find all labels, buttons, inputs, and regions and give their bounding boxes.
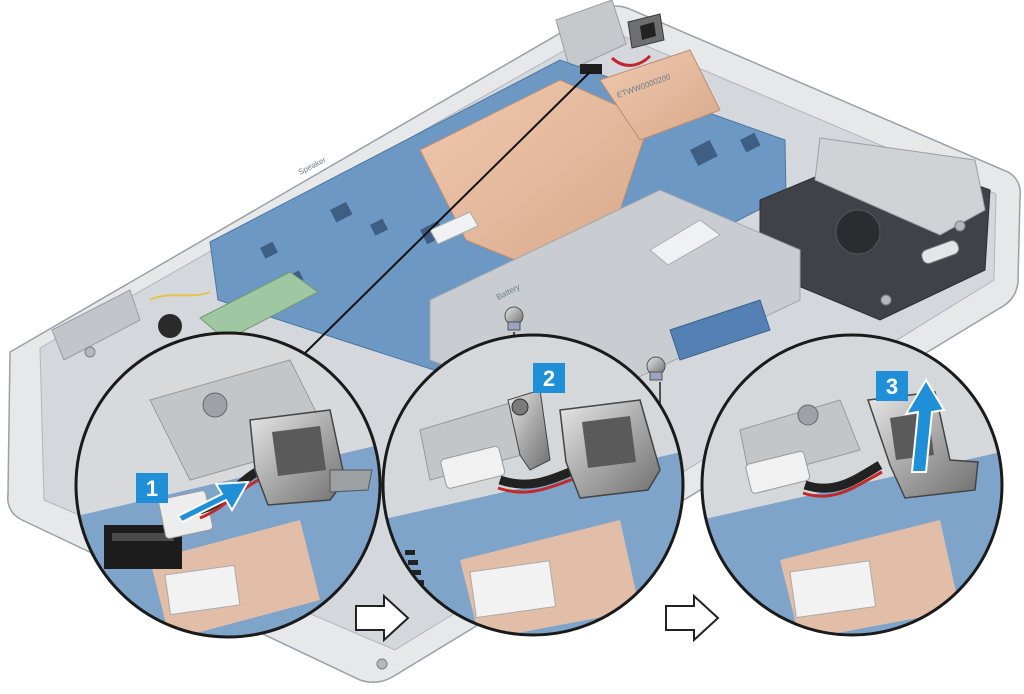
hinge-top (555, 0, 627, 71)
step-badge-1: 1 (136, 473, 168, 503)
dc-in-connector-onboard (580, 64, 602, 74)
dc-in-port-icon (580, 13, 665, 74)
coin-cell (158, 314, 182, 338)
speaker-grille (921, 240, 960, 264)
step-number-3: 3 (886, 374, 898, 399)
step-badge-2: 2 (533, 363, 565, 393)
arrow-right-outline-icon (355, 593, 410, 643)
hinge-left (51, 289, 141, 361)
arrow-lift-icon (904, 378, 946, 473)
speaker-cone (835, 209, 881, 255)
zoom-circle-1: 1 (74, 331, 382, 639)
chassis-screws (84, 220, 966, 670)
coin-cell-wires (149, 291, 211, 301)
step-number-2: 2 (543, 366, 555, 391)
copper-shield (599, 49, 721, 141)
arrow-right-outline-icon-2 (665, 593, 720, 643)
step-number-1: 1 (146, 476, 158, 501)
flex-cable (649, 219, 721, 266)
arrow-insert-icon (176, 480, 250, 524)
step-badge-3: 3 (876, 371, 908, 401)
callout-leader-line (299, 71, 591, 359)
zoom2-cable-plug (440, 445, 506, 489)
touchpad-connector (669, 299, 771, 361)
flex-cable-2 (429, 211, 479, 245)
zoom-circle-3: 3 (700, 333, 1004, 637)
zoom-circle-2: 2 (381, 333, 685, 637)
zoom1-label-sticker (164, 564, 241, 616)
